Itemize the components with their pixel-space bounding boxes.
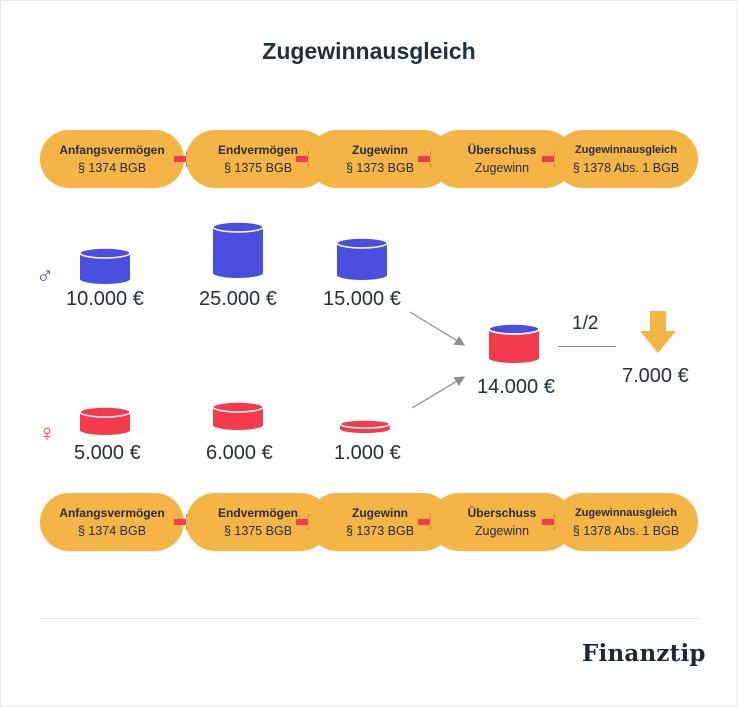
male-endvermoegen-amount: 25.000 € <box>199 288 277 310</box>
female-anfangsvermoegen-cylinder <box>79 406 131 435</box>
step-zugewinnausgleich: Zugewinnausgleich § 1378 Abs. 1 BGB <box>554 130 698 188</box>
male-zugewinn-cylinder <box>336 237 388 280</box>
female-anfangsvermoegen-amount: 5.000 € <box>74 442 141 464</box>
step-anfangsvermoegen: Anfangsvermögen § 1374 BGB <box>40 130 184 188</box>
step-label: Zugewinn <box>352 142 408 157</box>
result-amount: 7.000 € <box>622 365 689 387</box>
step-label: Endvermögen <box>217 142 298 157</box>
step-label: Anfangsvermögen <box>59 142 165 157</box>
surplus-cylinder <box>488 323 540 363</box>
step-ref: § 1375 BGB <box>223 523 293 538</box>
step-ref: § 1378 Abs. 1 BGB <box>572 160 680 175</box>
female-zugewinn-amount: 1.000 € <box>334 442 401 464</box>
step-ref: § 1373 BGB <box>345 160 415 175</box>
split-label: 1/2 <box>572 313 599 334</box>
process-flow-top: Anfangsvermögen § 1374 BGB Endvermögen §… <box>0 130 738 190</box>
result-down-arrow-icon <box>640 311 676 353</box>
converging-arrows <box>409 311 466 409</box>
step-endvermoegen: Endvermögen § 1375 BGB <box>186 130 330 188</box>
page-title: Zugewinnausgleich <box>262 38 476 64</box>
step-label: Zugewinnausgleich <box>574 506 678 519</box>
female-endvermoegen-amount: 6.000 € <box>206 442 273 464</box>
step-label: Überschuss <box>467 142 537 157</box>
footer-divider <box>40 618 698 619</box>
step-ref: Zugewinn <box>474 523 530 538</box>
female-zugewinn-cylinder <box>339 419 391 433</box>
step-ref: § 1375 BGB <box>223 160 293 175</box>
step-ref: § 1374 BGB <box>77 160 147 175</box>
step-ref: § 1373 BGB <box>345 523 415 538</box>
male-endvermoegen-cylinder <box>212 221 264 278</box>
step-ueberschuss: Überschuss Zugewinn <box>430 493 574 551</box>
female-endvermoegen-cylinder <box>212 401 264 430</box>
male-to-surplus-arrow-icon <box>409 311 466 346</box>
surplus-amount: 14.000 € <box>477 376 555 398</box>
split-line <box>558 346 616 347</box>
male-zugewinn-amount: 15.000 € <box>323 288 401 310</box>
step-ref: § 1378 Abs. 1 BGB <box>572 523 680 538</box>
female-symbol-icon: ♀ <box>38 420 56 447</box>
step-anfangsvermoegen: Anfangsvermögen § 1374 BGB <box>40 493 184 551</box>
finanztip-logo: Finanztip <box>582 640 706 667</box>
step-label: Zugewinn <box>352 505 408 520</box>
step-zugewinn: Zugewinn § 1373 BGB <box>308 130 452 188</box>
female-to-surplus-arrow-icon <box>411 376 466 409</box>
process-flow-bottom: Anfangsvermögen § 1374 BGB Endvermögen §… <box>0 493 738 553</box>
male-anfangsvermoegen-amount: 10.000 € <box>66 288 144 310</box>
step-zugewinnausgleich: Zugewinnausgleich § 1378 Abs. 1 BGB <box>554 493 698 551</box>
step-label: Anfangsvermögen <box>59 505 165 520</box>
male-symbol-icon: ♂ <box>36 262 54 289</box>
step-label: Zugewinnausgleich <box>574 143 678 156</box>
step-ref: Zugewinn <box>474 160 530 175</box>
step-ref: § 1374 BGB <box>77 523 147 538</box>
male-anfangsvermoegen-cylinder <box>79 247 131 284</box>
step-label: Überschuss <box>467 505 537 520</box>
step-label: Endvermögen <box>217 505 298 520</box>
